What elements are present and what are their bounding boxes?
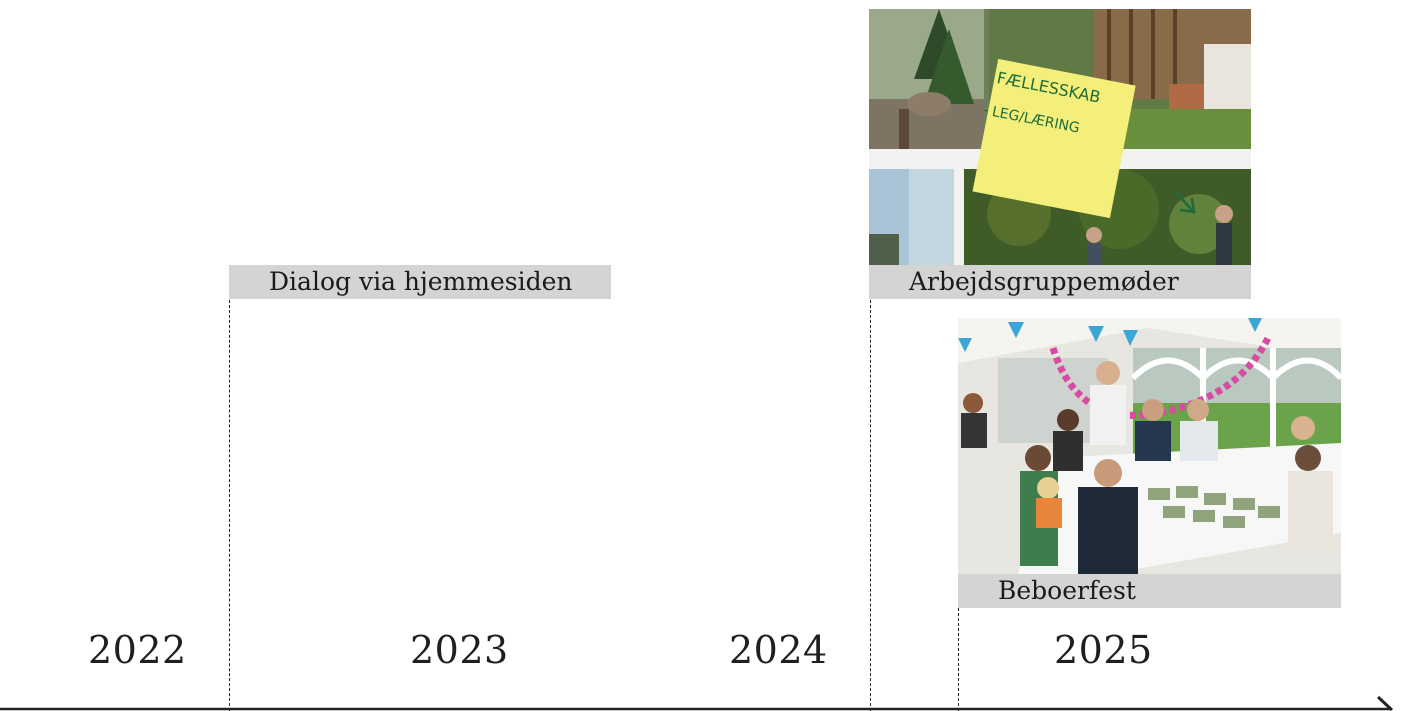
marker-line-2024 — [870, 300, 871, 711]
event-label-website-dialog: Dialog via hjemmesiden — [229, 265, 611, 299]
marker-line-2025 — [958, 608, 959, 711]
event-label-resident-party: Beboerfest — [958, 574, 1341, 608]
year-label-2022: 2022 — [88, 628, 187, 672]
year-label-2025: 2025 — [1054, 628, 1153, 672]
workgroup-photo: FÆLLESSKAB - LEG/LÆRING — [869, 9, 1251, 265]
year-label-2024: 2024 — [729, 628, 828, 672]
resident-party-photo — [958, 318, 1341, 574]
marker-line-2023 — [229, 300, 230, 711]
event-label-workgroup-meetings: Arbejdsgruppemøder — [869, 265, 1251, 299]
timeline-arrow-icon — [1376, 695, 1394, 711]
year-label-2023: 2023 — [410, 628, 509, 672]
